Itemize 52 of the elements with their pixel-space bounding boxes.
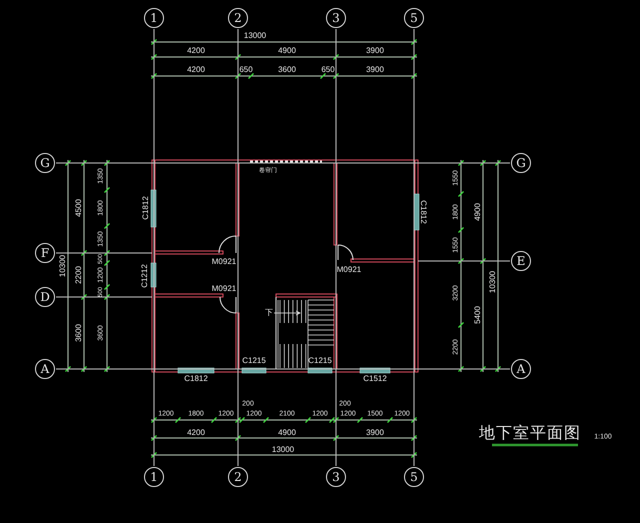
grid-line bbox=[56, 368, 510, 370]
dimension-text: 4200 bbox=[187, 47, 205, 55]
window-label: C1212 bbox=[141, 264, 149, 288]
dimension-text: 10300 bbox=[489, 270, 497, 294]
window-label: C1812 bbox=[419, 200, 427, 224]
axis-bubble: 2 bbox=[228, 8, 248, 28]
axis-bubble: 3 bbox=[326, 8, 346, 28]
axis-bubble: 2 bbox=[228, 467, 248, 487]
dimension-text: 2200 bbox=[75, 266, 83, 284]
axis-bubble: 5 bbox=[404, 8, 424, 28]
dimension-text: 4900 bbox=[278, 429, 296, 437]
window-label: C1215 bbox=[308, 357, 332, 365]
window-label: C1812 bbox=[184, 375, 208, 383]
door-label: M0921 bbox=[336, 266, 362, 274]
dimension-text: 13000 bbox=[244, 32, 266, 40]
axis-bubble: A bbox=[35, 359, 55, 379]
axis-bubble: 1 bbox=[144, 8, 164, 28]
axis-bubble: 3 bbox=[326, 467, 346, 487]
axis-bubble: 5 bbox=[404, 467, 424, 487]
stair-direction-label: 下 bbox=[265, 309, 273, 317]
axis-bubble: A bbox=[511, 359, 531, 379]
window-label: C1812 bbox=[142, 196, 150, 220]
dimension-text: 3900 bbox=[366, 429, 384, 437]
dimension-text: 4200 bbox=[187, 429, 205, 437]
grid-line bbox=[56, 296, 152, 298]
dimension-text: 5400 bbox=[474, 306, 482, 324]
window-label: C1512 bbox=[363, 375, 387, 383]
axis-bubble: G bbox=[511, 153, 531, 173]
dimension-text: 3900 bbox=[366, 66, 384, 74]
dimension-text: 10300 bbox=[59, 254, 67, 278]
dimension-text: 13000 bbox=[272, 446, 294, 454]
window-label: C1215 bbox=[242, 357, 266, 365]
dimension-text: 4500 bbox=[75, 199, 83, 217]
axis-bubble: E bbox=[511, 251, 531, 271]
dimension-text: 650 bbox=[321, 66, 335, 74]
axis-bubble: G bbox=[35, 153, 55, 173]
axis-bubble: D bbox=[35, 287, 55, 307]
axis-bubble: F bbox=[35, 243, 55, 263]
axis-bubble: 1 bbox=[144, 467, 164, 487]
dimension-text: 4200 bbox=[187, 66, 205, 74]
dimension-text: 4900 bbox=[278, 47, 296, 55]
dimension-text: 3600 bbox=[278, 66, 296, 74]
dimension-text: 650 bbox=[239, 66, 253, 74]
door-label: M0921 bbox=[212, 258, 236, 266]
door-label: M0921 bbox=[212, 285, 236, 293]
dimension-text: 3900 bbox=[366, 47, 384, 55]
title-text: 地下室平面图 bbox=[479, 425, 581, 441]
grid-line bbox=[56, 252, 152, 254]
dimension-text: 3600 bbox=[75, 324, 83, 342]
dimension-text: 4900 bbox=[474, 203, 482, 221]
grid-line bbox=[56, 162, 510, 164]
grid-line bbox=[418, 260, 510, 262]
